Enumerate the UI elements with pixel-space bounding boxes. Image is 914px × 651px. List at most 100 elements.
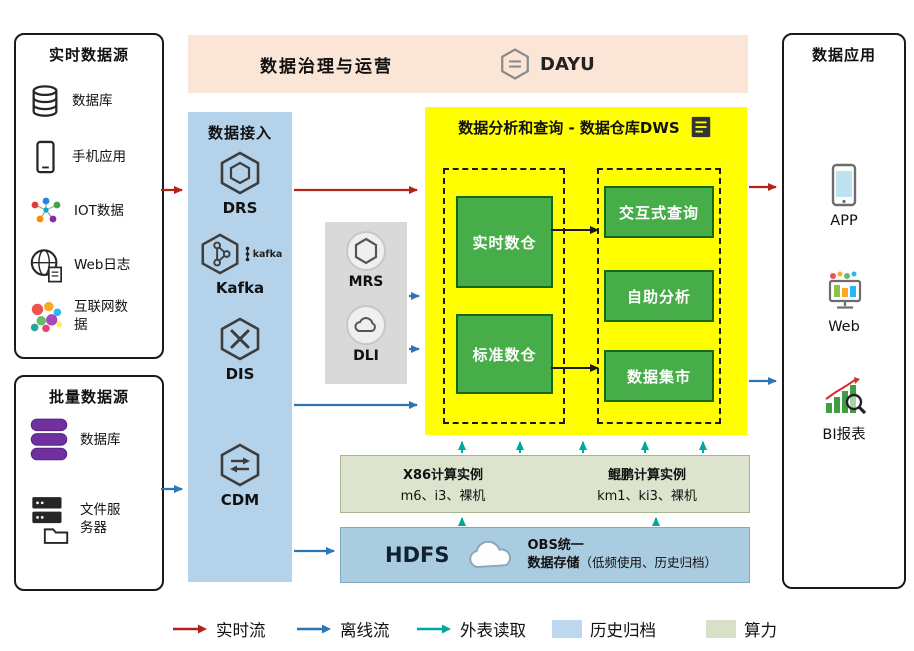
list-item-web-log: Web日志 — [28, 247, 158, 284]
iot-icon — [31, 197, 61, 223]
legend-item-external-read: 外表读取 — [416, 617, 526, 641]
batch-sources-box: 批量数据源 数据库 文件服务器 — [14, 375, 164, 591]
cloud-icon — [469, 540, 512, 569]
compute-power-swatch — [706, 620, 736, 638]
list-item-batch-database: 数据库 — [28, 417, 158, 465]
service-label: Kafka — [215, 279, 265, 297]
dayu-logo-text: DAYU — [540, 53, 595, 75]
legend-item-compute-power: 算力 — [706, 617, 777, 641]
compute-group-spec: km1、ki3、裸机 — [597, 489, 697, 504]
data-ingest-title: 数据接入 — [207, 124, 272, 142]
realtime-warehouse-box: 实时数仓 — [456, 196, 553, 288]
file-server-icon — [32, 497, 69, 544]
service-label: CDM — [220, 491, 260, 509]
external-read-arrow-icon — [417, 624, 451, 634]
history-archive-swatch — [552, 620, 582, 638]
bi-report-icon — [825, 377, 867, 415]
service-drs: DRS — [188, 150, 292, 217]
obs-note: （低频使用、历史归档） — [579, 555, 718, 570]
self-service-analysis-box: 自助分析 — [604, 270, 714, 322]
legend-label: 外表读取 — [460, 621, 526, 640]
kafka-logo-text: kafka — [252, 248, 283, 260]
kunpeng-compute-group: 鲲鹏计算实例 km1、ki3、裸机 — [545, 456, 749, 512]
offline-flow-arrow-icon — [297, 624, 331, 634]
database-icon — [32, 85, 58, 117]
source-label: IOT数据 — [74, 203, 124, 220]
mrs-icon — [346, 231, 386, 271]
app-label: APP — [830, 213, 858, 229]
dayu-logo: DAYU — [498, 47, 595, 81]
source-label: 数据库 — [72, 93, 113, 110]
service-dli: DLI — [325, 304, 407, 364]
legend-item-offline: 离线流 — [296, 617, 390, 641]
compute-group-spec: m6、i3、裸机 — [400, 489, 486, 504]
batch-database-icon — [30, 418, 68, 461]
dws-title-row: 数据分析和查询 - 数据仓库DWS — [425, 115, 747, 139]
source-label: 文件服务器 — [80, 502, 121, 536]
dws-analysis-box: 数据分析和查询 - 数据仓库DWS 实时数仓 标准数仓 交互式查询 自助分析 数… — [425, 107, 747, 435]
app-item-app: APP — [784, 163, 904, 229]
legend-item-history-archive: 历史归档 — [552, 617, 656, 641]
drs-icon — [220, 151, 260, 195]
warehouse-group — [443, 168, 565, 424]
document-icon — [691, 116, 710, 138]
governance-title: 数据治理与运营 — [260, 56, 393, 77]
legend-label: 离线流 — [340, 621, 390, 640]
app-item-bi: BI报表 — [784, 375, 904, 444]
source-label: 手机应用 — [72, 149, 126, 166]
storage-box: HDFS OBS统一 数据存储（低频使用、历史归档） — [340, 527, 750, 583]
cdm-icon — [220, 443, 260, 487]
compute-instances-box: X86计算实例 m6、i3、裸机 鲲鹏计算实例 km1、ki3、裸机 — [340, 455, 750, 513]
dayu-icon — [501, 48, 529, 80]
service-cdm: CDM — [188, 442, 292, 509]
data-mart-box: 数据集市 — [604, 350, 714, 402]
service-mrs: MRS — [325, 230, 407, 290]
app-label: Web — [828, 319, 860, 335]
list-item-file-server: 文件服务器 — [28, 495, 158, 545]
processing-box: MRS DLI — [325, 222, 407, 384]
data-apps-title: 数据应用 — [811, 46, 876, 64]
legend-label: 历史归档 — [590, 621, 656, 640]
obs-line1: OBS统一 — [527, 538, 584, 554]
kafka-wordmark: kafka — [243, 246, 283, 262]
dli-icon — [346, 305, 386, 345]
service-label: DLI — [353, 348, 379, 364]
internet-data-icon — [30, 301, 63, 333]
list-item-database: 数据库 — [28, 83, 158, 121]
service-label: MRS — [348, 274, 384, 290]
data-ingest-panel: 数据接入 DRS — [188, 112, 292, 582]
realtime-sources-title: 实时数据源 — [48, 46, 129, 64]
service-dis: DIS — [188, 316, 292, 383]
legend-item-realtime: 实时流 — [172, 617, 266, 641]
list-item-iot: IOT数据 — [28, 195, 158, 229]
realtime-flow-arrow-icon — [173, 624, 207, 634]
source-label: 数据库 — [80, 432, 121, 449]
governance-banner: 数据治理与运营 DAYU — [188, 35, 748, 93]
kafka-icon — [201, 233, 239, 275]
list-item-internet-data: 互联网数据 — [28, 299, 158, 335]
compute-group-name: 鲲鹏计算实例 — [607, 468, 686, 483]
batch-sources-title: 批量数据源 — [48, 388, 129, 406]
dis-icon — [220, 317, 260, 361]
service-label: DIS — [225, 365, 255, 383]
dws-title: 数据分析和查询 - 数据仓库DWS — [458, 118, 680, 137]
legend-label: 实时流 — [216, 621, 266, 640]
data-apps-box: 数据应用 APP Web — [782, 33, 906, 589]
compute-group-name: X86计算实例 — [402, 468, 484, 483]
kafka-glyph-icon — [245, 246, 250, 262]
hdfs-title: HDFS — [385, 543, 450, 567]
legend-label: 算力 — [744, 621, 777, 640]
x86-compute-group: X86计算实例 m6、i3、裸机 — [341, 456, 545, 512]
globe-icon — [30, 249, 63, 283]
standard-warehouse-box: 标准数仓 — [456, 314, 553, 394]
app-item-web: Web — [784, 271, 904, 335]
obs-line2: 数据存储 — [527, 556, 580, 571]
realtime-sources-box: 实时数据源 数据库 手机应用 — [14, 33, 164, 359]
app-phone-icon — [831, 163, 857, 207]
source-label: Web日志 — [74, 256, 131, 273]
list-item-mobile-app: 手机应用 — [28, 139, 158, 177]
service-group — [597, 168, 721, 424]
interactive-query-box: 交互式查询 — [604, 186, 714, 238]
app-label: BI报表 — [822, 427, 866, 443]
